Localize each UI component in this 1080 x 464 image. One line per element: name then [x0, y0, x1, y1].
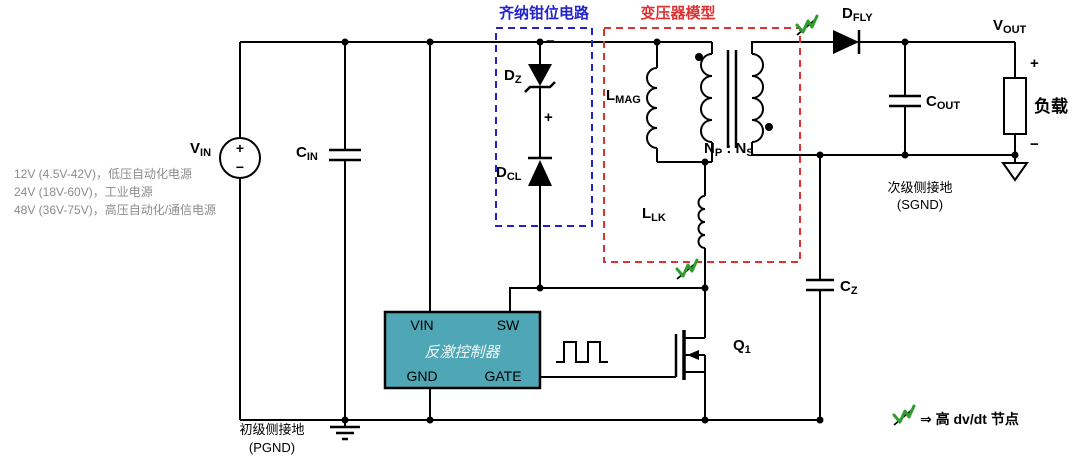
junction-dots — [341, 38, 1019, 424]
lmag-label: LMAG — [606, 87, 641, 106]
dcl-label: DCL — [496, 164, 522, 183]
clamp-minus-sign: − — [546, 33, 555, 50]
controller-box — [383, 310, 542, 390]
controller-title: 反激控制器 — [424, 344, 501, 361]
input-note-48v: 48V (36V-75V)，高压自动化/通信电源 — [14, 202, 216, 217]
transformer-region-title: 变压器模型 — [640, 4, 715, 22]
vin-minus-sign: − — [236, 159, 244, 175]
mosfet-q1 — [674, 330, 705, 380]
transformer — [695, 50, 773, 148]
llk-label: LLK — [642, 205, 666, 224]
clamp-diode — [528, 156, 552, 186]
gate-pulse-waveform-icon — [556, 341, 608, 363]
controller-pin-sw: SW — [497, 317, 520, 333]
wires — [239, 41, 1016, 427]
clamp-plus-sign: + — [544, 109, 553, 126]
input-note-24v: 24V (18V-60V)，工业电源 — [14, 185, 153, 199]
load-plus-sign: + — [1030, 55, 1039, 72]
controller: VIN SW GND GATE 反激控制器 — [383, 310, 542, 390]
dz-label: DZ — [504, 67, 522, 86]
zener-clamp-region — [495, 27, 593, 227]
cout-label: COUT — [926, 93, 960, 112]
dvdt-legend-text: ⇒ 高 dv/dt 节点 — [920, 411, 1019, 427]
cin-label: CIN — [296, 144, 318, 163]
zener-clamp-region-title: 齐纳钳位电路 — [499, 4, 590, 22]
secondary-phase-dot — [765, 123, 773, 131]
magnetizing-inductor — [646, 67, 658, 149]
secondary-winding — [751, 53, 764, 143]
turns-ratio-label: NP : NS — [704, 140, 754, 159]
sgnd-symbol — [1001, 162, 1029, 182]
flyback-diode — [833, 30, 861, 54]
primary-phase-dot — [695, 53, 703, 61]
zener-diode — [524, 64, 556, 93]
vin-label: VIN — [190, 140, 211, 159]
input-note-12v: 12V (4.5V-42V)，低压自动化电源 — [14, 167, 192, 181]
input-capacitor — [329, 148, 361, 162]
pgnd-label-line1: 初级侧接地 — [239, 422, 304, 437]
controller-pin-gate: GATE — [484, 368, 521, 384]
q1-label: Q1 — [733, 337, 751, 356]
load-label: 负载 — [1034, 96, 1068, 116]
vin-source: + − — [219, 137, 261, 179]
output-capacitor — [889, 94, 921, 108]
mosfet-body-arrow — [687, 350, 699, 360]
sgnd-label-line2: (SGND) — [897, 197, 943, 212]
y-capacitor — [806, 278, 834, 292]
transformer-model-region — [603, 27, 801, 263]
primary-winding — [700, 53, 713, 143]
load-minus-sign: − — [1030, 136, 1039, 153]
pgnd-label-line2: (PGND) — [249, 440, 295, 455]
cz-label: CZ — [840, 278, 858, 297]
leakage-inductor — [697, 195, 706, 249]
vout-label: VOUT — [993, 17, 1027, 36]
dfly-label: DFLY — [842, 5, 873, 24]
controller-pin-gnd: GND — [406, 368, 437, 384]
pgnd-symbol — [330, 425, 360, 441]
vin-plus-sign: + — [236, 140, 244, 156]
controller-pin-vin: VIN — [410, 317, 433, 333]
load-resistor — [1003, 77, 1027, 135]
sgnd-label-line1: 次级侧接地 — [887, 180, 952, 195]
